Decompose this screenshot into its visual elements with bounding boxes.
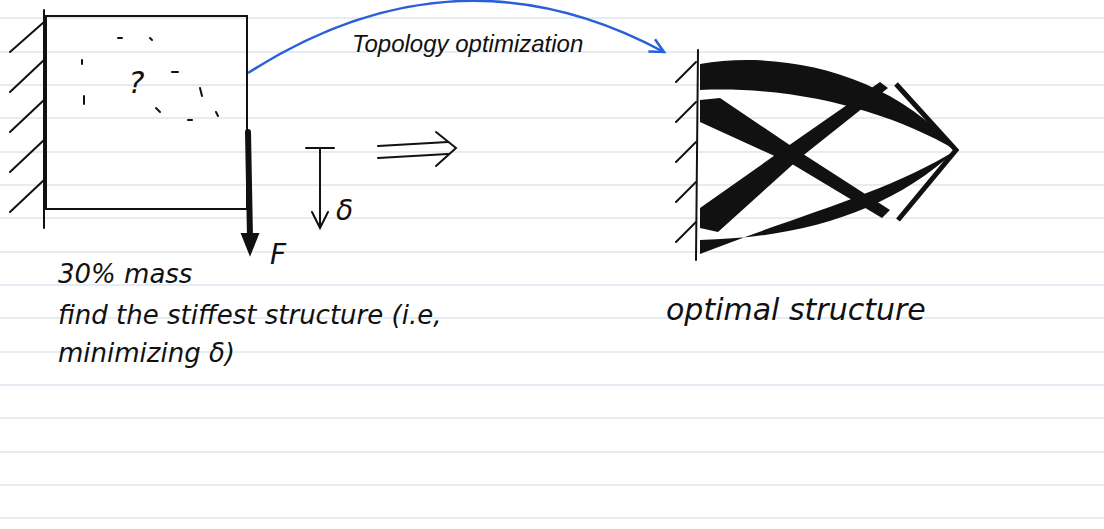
- optimal-structure: optimal structure: [660, 42, 990, 342]
- design-domain: ?: [45, 15, 248, 210]
- force-label: F: [270, 236, 286, 274]
- mass-constraint: 30% mass: [58, 255, 192, 293]
- optimized-structure-drawing: [660, 42, 990, 292]
- deflection-label: δ: [336, 192, 353, 230]
- structure-caption: optimal structure: [666, 292, 990, 327]
- objective-note: find the stiffest structure (i.e, minimi…: [58, 296, 558, 372]
- optimization-arrow: [248, 1, 664, 73]
- edge-label: Topology optimization: [352, 30, 583, 58]
- unknown-mark: ?: [129, 65, 145, 100]
